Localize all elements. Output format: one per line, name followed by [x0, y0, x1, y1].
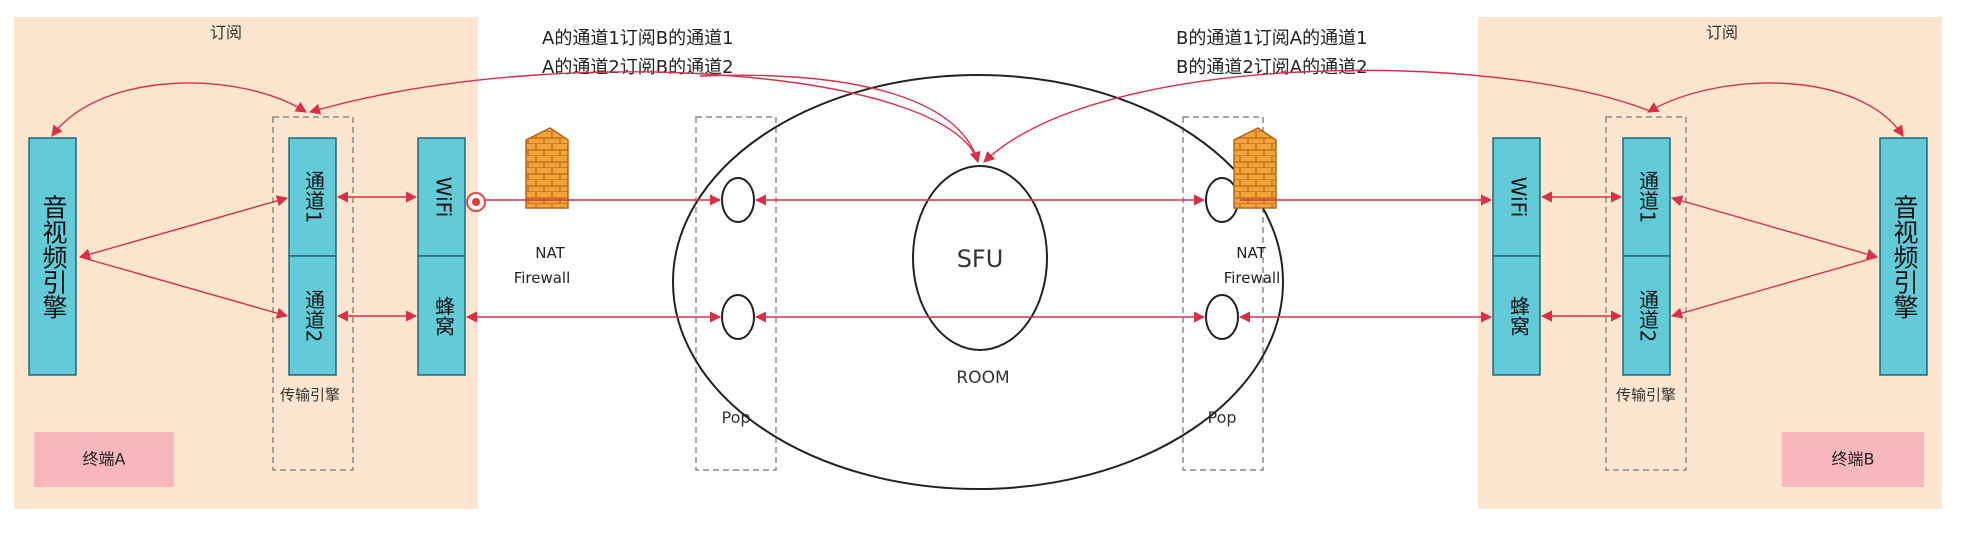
terminal-a-label: 终端A: [83, 450, 126, 469]
pop-port-right-1: [1205, 177, 1239, 223]
av-engine-label-b: 音视频引擎: [1890, 195, 1919, 320]
room-label: ROOM: [956, 368, 1009, 388]
wifi-box-b: [1492, 137, 1541, 257]
terminal-b-panel: [1478, 17, 1942, 509]
cellular-box-a: [417, 255, 466, 376]
nat-label-right: NAT: [1236, 244, 1266, 262]
arrow-annotation-a-to-sfu: [699, 74, 981, 164]
wifi-label-b: WiFi: [1507, 177, 1531, 218]
transport-engine-group-a: [272, 116, 354, 471]
sfu-ellipse: [912, 165, 1048, 351]
av-engine-box-b: [1879, 137, 1928, 376]
channel1-label-b: 通道1: [1636, 170, 1660, 223]
av-engine-label-a: 音视频引擎: [39, 195, 68, 320]
av-engine-box-a: [28, 137, 77, 376]
pop-box-right: [1182, 116, 1264, 471]
transport-engine-label-a: 传输引擎: [280, 386, 340, 404]
cellular-label-b: 蜂窝: [1507, 296, 1531, 336]
terminal-b-label: 终端B: [1832, 450, 1875, 469]
red-dot-icon: [466, 192, 486, 212]
pop-port-left-1: [721, 177, 755, 223]
arrow-sfu-to-b: [983, 69, 1653, 163]
firewall-icon: [525, 127, 569, 209]
arrow-engine-ch2-a: [79, 256, 289, 319]
nat-label-left: NAT: [535, 244, 565, 262]
arrow-engine-ch2-b: [1670, 256, 1878, 319]
annotation-a-line1: A的通道1订阅B的通道1: [542, 28, 734, 49]
pop-port-right-2: [1205, 294, 1239, 340]
terminal-a-badge: [34, 432, 174, 487]
subscribe-label-b: 订阅: [1706, 23, 1738, 42]
wifi-label-a: WiFi: [432, 177, 456, 218]
terminal-b-badge: [1782, 432, 1924, 487]
firewall-label-right: Firewall: [1224, 269, 1281, 287]
channel1-label-a: 通道1: [302, 170, 326, 223]
pop-box-left: [695, 116, 777, 471]
pop-label-right: Pop: [1207, 408, 1236, 427]
pop-port-left-2: [721, 294, 755, 340]
cellular-label-a: 蜂窝: [432, 296, 456, 336]
terminal-a-panel: [14, 17, 478, 509]
annotation-a-line2: A的通道2订阅B的通道2: [542, 57, 734, 78]
arrow-subscribe-a: [51, 82, 307, 137]
channel2-box-b: [1622, 255, 1671, 376]
firewall-label-left: Firewall: [514, 269, 571, 287]
firewall-icon: [1233, 127, 1277, 209]
annotation-b-line2: B的通道2订阅A的通道2: [1176, 57, 1368, 78]
cellular-box-b: [1492, 255, 1541, 376]
channel2-label-a: 通道2: [302, 289, 326, 342]
subscribe-label-a: 订阅: [210, 23, 242, 42]
arrow-subscribe-b: [1647, 82, 1904, 137]
arrow-engine-ch1-a: [78, 195, 289, 260]
sfu-label: SFU: [957, 245, 1004, 273]
annotation-b-line1: B的通道1订阅A的通道1: [1176, 28, 1368, 49]
arrow-engine-ch1-b: [1670, 195, 1879, 260]
channel2-label-b: 通道2: [1636, 289, 1660, 342]
room-ellipse: [672, 74, 1284, 490]
pop-label-left: Pop: [721, 408, 750, 427]
transport-engine-label-b: 传输引擎: [1616, 386, 1676, 404]
channel2-box-a: [288, 255, 337, 376]
connector-arrows: [51, 69, 1904, 323]
transport-engine-group-b: [1605, 116, 1687, 471]
channel1-box-a: [288, 137, 337, 257]
